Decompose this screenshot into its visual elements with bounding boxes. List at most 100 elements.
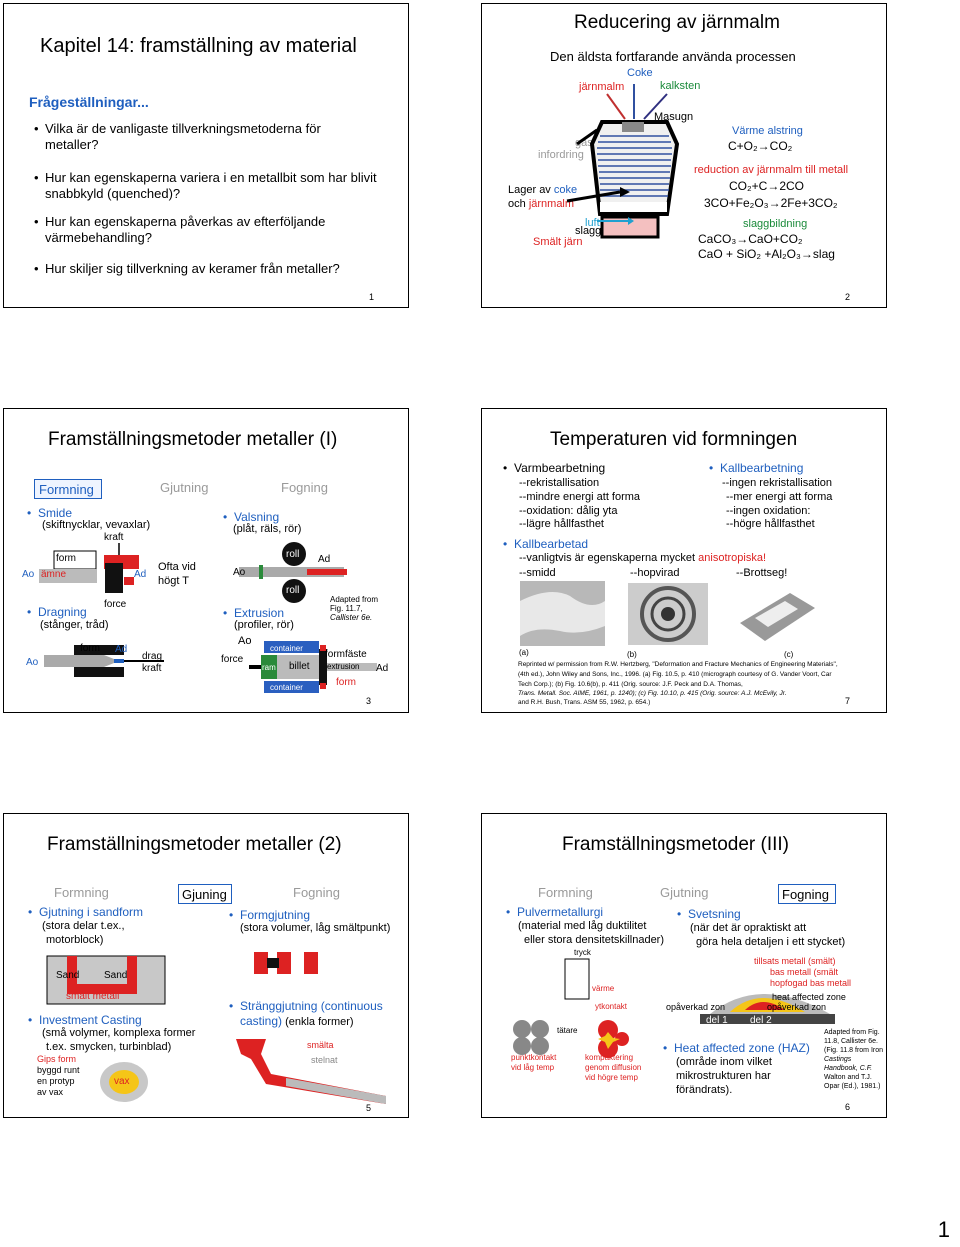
- komp-label-3: vid högre temp: [585, 1073, 638, 1082]
- opaverkad-label-1: opåverkad zon: [666, 1002, 726, 1012]
- slide-4: Temperaturen vid formningen Varmbearbetn…: [481, 408, 887, 713]
- equation-4: CaCO₃→CaO+CO₂: [698, 232, 803, 246]
- tryck-label: tryck: [574, 948, 591, 957]
- kallbearbetad-heading: Kallbearbetad: [503, 536, 588, 552]
- slide-5: Framställningsmetoder metaller (2) Formn…: [3, 813, 409, 1118]
- slide-title: Framställningsmetoder metaller (I): [48, 429, 338, 450]
- kall-3: --ingen oxidation:: [726, 505, 811, 517]
- smalt-jarn-label: Smält järn: [533, 236, 583, 248]
- slide-subtitle: Frågeställningar...: [29, 94, 149, 110]
- ao-label: Ao: [22, 569, 35, 580]
- callister-label: Callister 6e.: [330, 613, 373, 622]
- caption-c: (c): [784, 650, 794, 659]
- reference-2: (4th ed.), John Wiley and Sons, Inc., 19…: [518, 671, 832, 678]
- svets-heading: Svetsning: [677, 906, 741, 922]
- slide-subtitle: Den äldsta fortfarande använda processen: [550, 49, 796, 64]
- tillsats-label-3: hopfogad bas metall: [770, 978, 852, 988]
- question-1: Vilka är de vanligaste tillverkningsmeto…: [34, 121, 365, 153]
- slide-1: Kapitel 14: framställning av material Fr…: [3, 3, 409, 308]
- kalksten-label: kalksten: [660, 80, 701, 92]
- kall-4: --högre hållfasthet: [726, 518, 815, 530]
- valsning-heading: Valsning: [223, 509, 279, 525]
- varm-3: --oxidation: dålig yta: [519, 505, 618, 517]
- drawing-diagram: [44, 645, 164, 677]
- gjutning-label: Gjutning: [660, 885, 709, 900]
- punkt-label-2: vid låg temp: [511, 1063, 555, 1072]
- kraft-label-2: kraft: [142, 663, 162, 674]
- sand-casting-diagram: [46, 955, 166, 1005]
- fig-label: Fig. 11.7,: [330, 604, 363, 613]
- force-label-2: force: [221, 654, 244, 665]
- force-label: force: [104, 599, 127, 610]
- varme-label: Värme alstring: [732, 125, 803, 137]
- valsning-sub: (plåt, räls, rör): [233, 523, 302, 535]
- slide-title: Framställningsmetoder metaller (2): [47, 834, 342, 855]
- page-number: 1: [937, 1217, 950, 1242]
- form-label-2: form: [80, 643, 100, 654]
- stelnat-label: stelnat: [311, 1055, 338, 1065]
- micrograph-a: [520, 581, 605, 646]
- brottseg-label: --Brottseg!: [736, 567, 788, 579]
- welding-diagram: [700, 994, 835, 1024]
- caption-a: (a): [519, 648, 529, 657]
- ao-label-3: Ao: [233, 567, 246, 578]
- investment-sub2: t.ex. smycken, turbinblad): [46, 1041, 172, 1053]
- powder-diagram: [513, 958, 629, 1058]
- vax-label: vax: [114, 1076, 130, 1087]
- form-label: form: [56, 553, 76, 564]
- micrograph-c: [740, 593, 815, 641]
- gips-label: Gips form: [37, 1054, 77, 1064]
- kall-1: --ingen rekristallisation: [722, 477, 833, 489]
- continuous-casting-diagram: [236, 1039, 386, 1104]
- komp-label-1: kompaktering: [585, 1053, 634, 1062]
- slide-title: Reducering av järnmalm: [574, 12, 780, 33]
- question-3: Hur kan egenskaperna påverkas av efterfö…: [34, 214, 365, 246]
- och-label: och järnmalm: [508, 198, 575, 210]
- caption-b: (b): [627, 650, 637, 659]
- av-label: av vax: [37, 1087, 64, 1097]
- sandform-sub2: motorblock): [46, 934, 104, 946]
- slaggbildning-label: slaggbildning: [743, 218, 808, 230]
- infordring-label: infordring: [538, 149, 584, 161]
- container-label-top: container: [270, 644, 303, 653]
- heatzone-label: heat affected zone: [772, 992, 846, 1002]
- slide-title: Temperaturen vid formningen: [550, 429, 798, 450]
- en-label: en protyp: [37, 1076, 75, 1086]
- equation-2: CO₂+C→2CO: [729, 179, 805, 193]
- del-1-label: del 1: [706, 1015, 728, 1026]
- form-label-3: form: [336, 677, 356, 688]
- varm-2: --mindre energi att forma: [519, 491, 641, 503]
- amne-label: ämne: [41, 569, 67, 580]
- tatare-label: tätare: [557, 1026, 578, 1035]
- byggd-label: byggd runt: [37, 1065, 80, 1075]
- sandform-sub1: (stora delar t.ex.,: [42, 920, 125, 932]
- adapted-6: Walton and T.J.: [824, 1074, 872, 1081]
- smidd-label: --smidd: [519, 567, 556, 579]
- gjutning-label: Gjutning: [160, 480, 209, 495]
- varme-label: värme: [592, 984, 615, 993]
- ytkontakt-label: ytkontakt: [595, 1002, 628, 1011]
- roll-label-top: roll: [286, 549, 300, 560]
- ad-label-3: Ad: [318, 554, 331, 565]
- hopvirad-label: --hopvirad: [630, 567, 680, 579]
- dragning-heading: Dragning: [27, 604, 87, 620]
- jarnmalm-label: järnmalm: [579, 81, 625, 93]
- slide-3: Framställningsmetoder metaller (I) Formn…: [3, 408, 409, 713]
- adapted-1: Adapted from Fig.: [824, 1029, 880, 1036]
- gjuning-box: Gjuning: [178, 884, 232, 904]
- tillsats-label-1: tillsats metall (smält): [754, 956, 836, 966]
- varm-heading: Varmbearbetning: [503, 460, 605, 476]
- ao-label-2: Ao: [26, 657, 39, 668]
- blast-furnace-diagram: [566, 84, 680, 239]
- del-2-label: del 2: [750, 1015, 772, 1026]
- sand-label-2: Sand: [104, 970, 128, 981]
- varm-4: --lägre hållfasthet: [519, 518, 604, 530]
- die-casting-diagram: [254, 952, 318, 974]
- formgjutning-heading: Formgjutning: [229, 907, 310, 923]
- aniso-line: --vanligtvis är egenskaperna mycket anis…: [519, 552, 767, 564]
- kall-heading: Kallbearbetning: [709, 460, 803, 476]
- formfaste-label: formfäste: [325, 649, 367, 660]
- kraft-label: kraft: [104, 532, 124, 543]
- sandform-heading: Gjutning i sandform: [28, 904, 143, 920]
- reduction-label: reduction av järnmalm till metall: [694, 164, 849, 176]
